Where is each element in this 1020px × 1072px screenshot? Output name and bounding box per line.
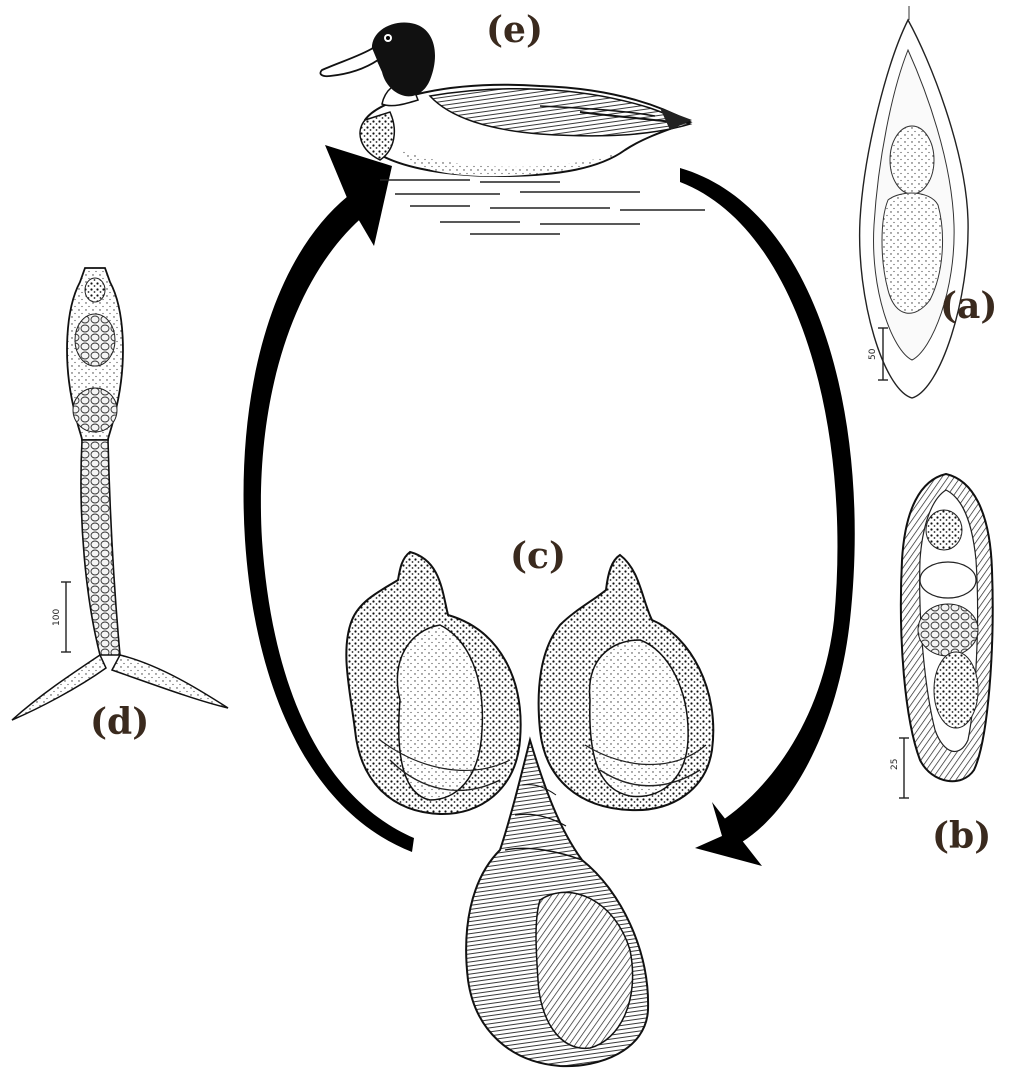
label-c: (c): [510, 538, 566, 574]
snail-shells-icon: [346, 552, 713, 1066]
scale-label-b: 25: [890, 759, 900, 770]
egg-icon: 50: [860, 6, 968, 398]
cercaria-icon: 100: [12, 268, 228, 720]
scale-label-a: 50: [868, 348, 878, 360]
label-a: (a): [940, 288, 997, 324]
miracidium-icon: 25: [890, 474, 993, 798]
label-b: (b): [932, 818, 991, 854]
scale-label-d: 100: [52, 609, 62, 626]
label-d: (d): [90, 704, 149, 740]
label-e: (e): [486, 12, 543, 48]
